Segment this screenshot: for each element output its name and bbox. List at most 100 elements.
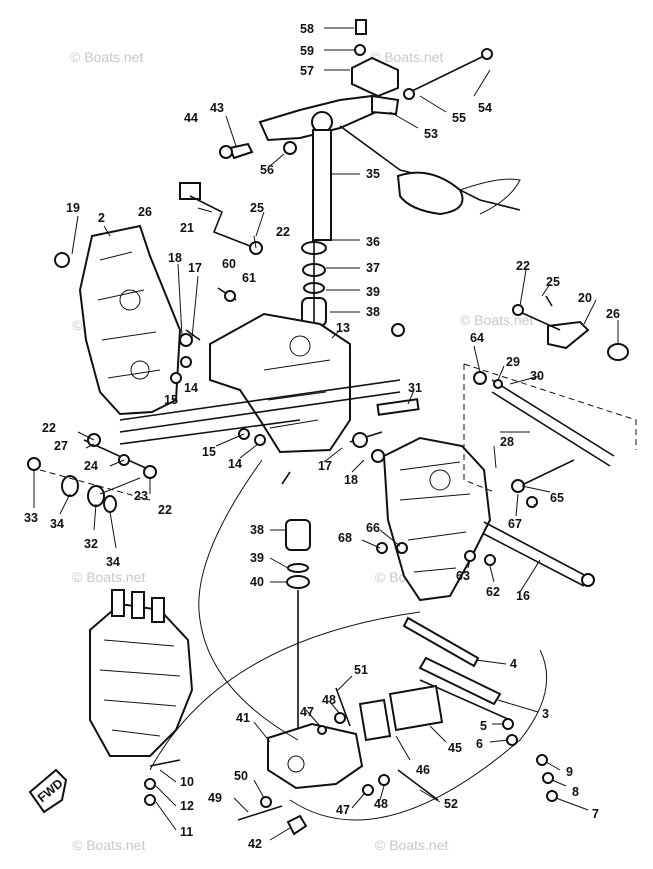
callout-38-lower: 38 bbox=[250, 523, 264, 537]
nut-44 bbox=[219, 145, 233, 159]
callout-12: 12 bbox=[180, 799, 194, 813]
lever-21 bbox=[189, 195, 251, 247]
lower-bracket-assembly bbox=[237, 684, 444, 836]
cap-57 bbox=[351, 56, 399, 98]
watermark: © Boats.net bbox=[375, 837, 448, 853]
callout-54: 54 bbox=[478, 101, 492, 115]
rod-28 bbox=[491, 379, 615, 457]
cap-26 bbox=[179, 182, 201, 200]
washer-14 bbox=[180, 356, 192, 368]
callout-14-center: 14 bbox=[228, 457, 242, 471]
rod-16 bbox=[483, 521, 591, 579]
callout-22-lower: 22 bbox=[158, 503, 172, 517]
bolt-62 bbox=[484, 554, 496, 566]
wire bbox=[198, 459, 299, 741]
bolt-43 bbox=[228, 142, 254, 160]
callout-37: 37 bbox=[366, 261, 380, 275]
callout-46: 46 bbox=[416, 763, 430, 777]
grease-nipple-56 bbox=[283, 141, 297, 155]
callout-22-right: 22 bbox=[516, 259, 530, 273]
bushing-53 bbox=[371, 94, 400, 116]
callout-63: 63 bbox=[456, 569, 470, 583]
callout-53: 53 bbox=[424, 127, 438, 141]
callout-22-left: 22 bbox=[42, 421, 56, 435]
callout-18: 18 bbox=[168, 251, 182, 265]
rod-4 bbox=[402, 616, 480, 668]
callout-60: 60 bbox=[222, 257, 236, 271]
callout-29: 29 bbox=[506, 355, 520, 369]
lever-20 bbox=[547, 320, 590, 350]
callout-49: 49 bbox=[208, 791, 222, 805]
callout-30: 30 bbox=[530, 369, 544, 383]
tilt-tube bbox=[119, 379, 401, 421]
callout-15: 15 bbox=[164, 393, 178, 407]
callout-43: 43 bbox=[210, 101, 224, 115]
callout-33: 33 bbox=[24, 511, 38, 525]
callout-16: 16 bbox=[516, 589, 530, 603]
callout-28: 28 bbox=[500, 435, 514, 449]
callout-19: 19 bbox=[66, 201, 80, 215]
callout-22: 22 bbox=[276, 225, 290, 239]
nut-22 bbox=[512, 304, 524, 316]
clip-11 bbox=[144, 794, 156, 806]
bolt-68 bbox=[376, 542, 388, 554]
callout-20: 20 bbox=[578, 291, 592, 305]
callout-21: 21 bbox=[180, 221, 194, 235]
screw-47 bbox=[317, 725, 327, 735]
callout-5: 5 bbox=[480, 719, 487, 733]
callout-55: 55 bbox=[452, 111, 466, 125]
wire bbox=[289, 649, 548, 821]
callout-18-center: 18 bbox=[344, 473, 358, 487]
callout-62: 62 bbox=[486, 585, 500, 599]
bolt-48 bbox=[334, 712, 346, 724]
bracket-13 bbox=[209, 312, 351, 454]
switch-45 bbox=[388, 684, 444, 732]
washer-50 bbox=[260, 796, 272, 808]
callout-41: 41 bbox=[236, 711, 250, 725]
wire bbox=[149, 611, 421, 771]
callout-47-lower: 47 bbox=[336, 803, 350, 817]
clip-29 bbox=[493, 379, 503, 389]
callout-3: 3 bbox=[542, 707, 549, 721]
callout-26-right: 26 bbox=[606, 307, 620, 321]
callout-68: 68 bbox=[338, 531, 352, 545]
plate-3 bbox=[418, 656, 502, 706]
washer-9 bbox=[536, 754, 548, 766]
callout-40: 40 bbox=[250, 575, 264, 589]
nut-33 bbox=[27, 457, 41, 471]
fwd-arrow: FWD bbox=[28, 768, 68, 814]
callout-44: 44 bbox=[184, 111, 198, 125]
screw-47 bbox=[362, 784, 374, 796]
callout-67: 67 bbox=[508, 517, 522, 531]
callout-4: 4 bbox=[510, 657, 517, 671]
callout-42: 42 bbox=[248, 837, 262, 851]
callout-2: 2 bbox=[98, 211, 105, 225]
bolt-7 bbox=[546, 790, 558, 802]
lead-51 bbox=[335, 687, 351, 727]
callout-11: 11 bbox=[180, 825, 193, 839]
washer-12 bbox=[144, 778, 156, 790]
leader-lines bbox=[33, 27, 619, 841]
steering-link bbox=[396, 171, 464, 216]
bolt-58 bbox=[355, 19, 367, 35]
swivel-bracket bbox=[119, 312, 405, 454]
callout-48-lower: 48 bbox=[374, 797, 388, 811]
nut-8 bbox=[542, 772, 554, 784]
callout-59: 59 bbox=[300, 44, 314, 58]
callout-47: 47 bbox=[300, 705, 314, 719]
pin-25 bbox=[545, 295, 553, 307]
callout-51: 51 bbox=[354, 663, 368, 677]
bolt bbox=[281, 471, 291, 485]
washer-40 bbox=[286, 575, 310, 589]
tilt-lever-assembly bbox=[376, 295, 637, 587]
callout-13: 13 bbox=[336, 321, 350, 335]
callout-8: 8 bbox=[572, 785, 579, 799]
bushing-34 bbox=[61, 475, 79, 497]
nut-38-upper bbox=[391, 323, 405, 337]
nut-48 bbox=[378, 774, 390, 786]
callout-45: 45 bbox=[448, 741, 462, 755]
callout-24: 24 bbox=[84, 459, 98, 473]
lower-bushings bbox=[285, 519, 311, 740]
tilt-unit bbox=[89, 589, 194, 806]
callout-labels: 58 59 57 54 55 53 43 44 56 35 19 2 26 21… bbox=[24, 22, 620, 851]
